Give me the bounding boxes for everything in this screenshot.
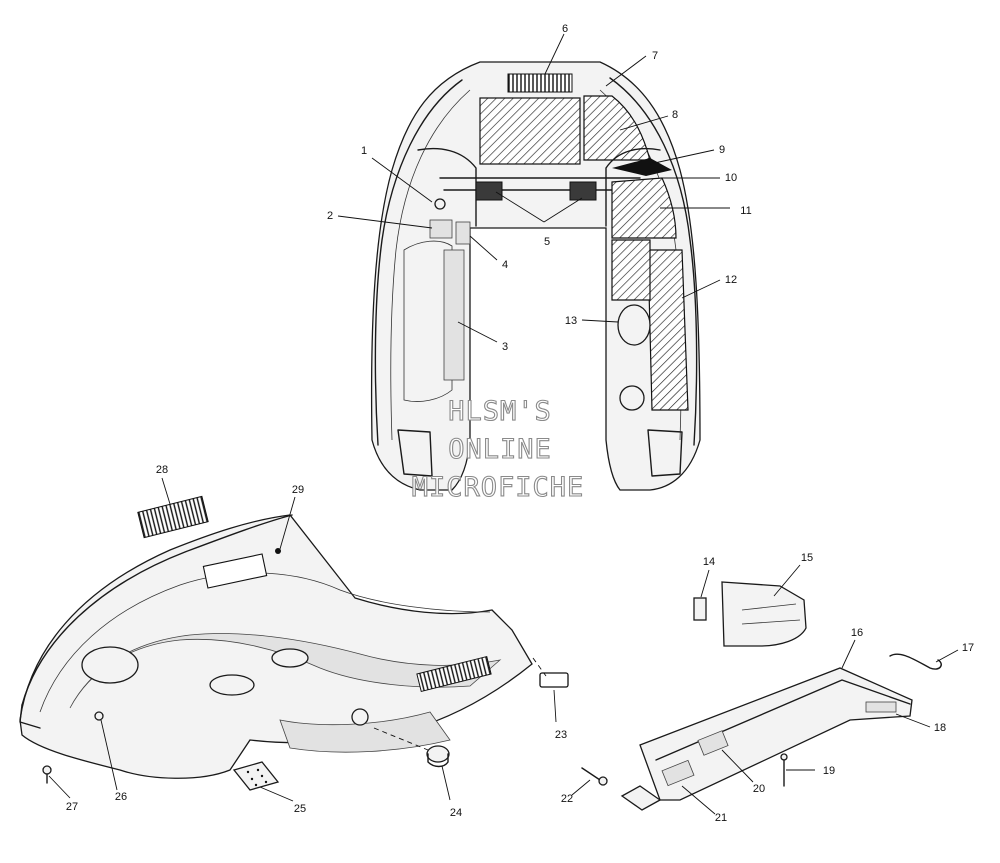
hood-iso-opening-left (81, 646, 139, 684)
hood-bottom-tip-left (397, 429, 433, 477)
callout-13: 13 (565, 315, 577, 327)
right-lower-hole (619, 385, 645, 411)
callout-23: 23 (555, 729, 567, 741)
hood-iso-inner-floor (69, 633, 502, 709)
plate-25 (232, 761, 280, 791)
bracket-15-detail (741, 603, 801, 625)
callout-29: 29 (292, 484, 304, 496)
hood-iso-top-edge (21, 514, 293, 706)
callout-17: 17 (962, 642, 974, 654)
hood-iso-grommet-hole (351, 708, 369, 726)
watermark-line-2: ONLINE (448, 434, 552, 465)
insulation-panel-right-upper (611, 177, 677, 239)
rivet-22 (581, 767, 608, 786)
watermark-line-3: MICROFICHE (412, 472, 585, 503)
hood-iso-view (19, 514, 533, 779)
hood-iso-side-vent (416, 655, 492, 693)
callout-6: 6 (562, 23, 568, 35)
callout-16: 16 (851, 627, 863, 639)
hood-iso-decal-slot (202, 553, 268, 589)
hood-iso-opening-right (271, 648, 309, 668)
callout-25: 25 (294, 803, 306, 815)
hood-rim-left (374, 79, 463, 446)
pad-23 (539, 672, 569, 688)
leader-lines (48, 33, 959, 815)
callout-5: 5 (544, 236, 550, 248)
callout-14: 14 (703, 556, 715, 568)
callout-1: 1 (361, 145, 367, 157)
callout-8: 8 (672, 109, 678, 121)
pin-19 (780, 753, 788, 787)
left-bracket-4 (455, 221, 471, 245)
callout-4: 4 (502, 259, 508, 271)
insulation-panel-top-left (479, 97, 581, 165)
hood-underside-view (370, 61, 701, 491)
insulation-panel-right-lower (647, 249, 689, 411)
callout-12: 12 (725, 274, 737, 286)
left-bracket-2 (429, 219, 453, 239)
wire-17 (889, 653, 942, 670)
callout-2: 2 (327, 210, 333, 222)
tunnel-label-18 (865, 701, 897, 713)
callout-28: 28 (156, 464, 168, 476)
callout-26: 26 (115, 791, 127, 803)
callout-27: 27 (66, 801, 78, 813)
left-channel-3 (443, 249, 465, 381)
fastener-1 (434, 198, 446, 210)
callout-21: 21 (715, 812, 727, 824)
callout-labels: 1 2 3 4 5 6 7 8 9 10 11 12 13 14 15 16 1… (66, 23, 974, 824)
bumper-pad-left (475, 181, 503, 201)
bumper-pad-right (569, 181, 597, 201)
watermark-line-1: HLSM'S (448, 396, 552, 427)
hood-arch-left (417, 147, 477, 227)
front-vent-grille (507, 73, 573, 93)
callout-3: 3 (502, 341, 508, 353)
hinge-plate-21 (620, 785, 662, 811)
tunnel-16 (639, 667, 913, 801)
callout-10: 10 (725, 172, 737, 184)
fastener-27 (42, 765, 52, 784)
grommet-24 (426, 745, 450, 768)
hood-bottom-tip-right (647, 429, 683, 477)
tunnel-label-20 (697, 730, 729, 756)
watermark: HLSM'S ONLINE MICROFICHE (411, 395, 585, 503)
hood-iso-opening-mid (209, 674, 255, 696)
callout-9: 9 (719, 144, 725, 156)
callout-11: 11 (740, 205, 751, 217)
callout-15: 15 (801, 552, 813, 564)
plate-25-holes (246, 768, 268, 787)
hood-rim-left-inner (390, 89, 471, 441)
hood-arch-right (605, 147, 661, 227)
callout-7: 7 (652, 50, 658, 62)
tunnel-label-21 (661, 759, 695, 787)
block-14 (693, 597, 707, 621)
callout-24: 24 (450, 807, 462, 819)
right-cutout-13 (617, 304, 651, 346)
plug-29 (275, 548, 281, 554)
callout-18: 18 (934, 722, 946, 734)
vent-decal-28 (137, 495, 209, 539)
hood-iso-hole-26 (94, 711, 104, 721)
callout-22: 22 (561, 793, 573, 805)
callout-19: 19 (823, 765, 835, 777)
hood-rim-right (609, 77, 698, 446)
hood-iso-nose (19, 704, 41, 729)
insulation-panel-right-mid (611, 239, 651, 301)
left-inner-wall (403, 240, 453, 402)
bracket-15 (721, 581, 807, 647)
callout-20: 20 (753, 783, 765, 795)
